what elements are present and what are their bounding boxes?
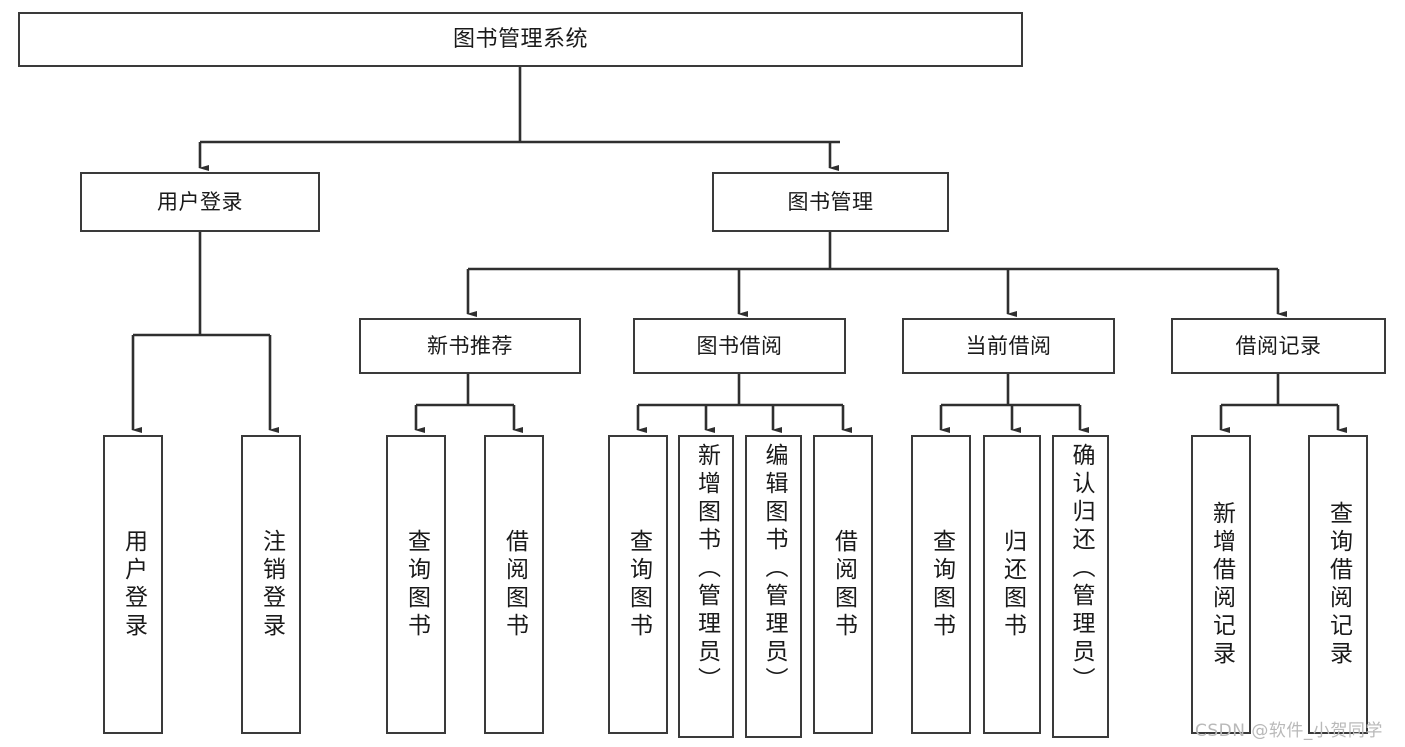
node-label: 新增图书（管理员） — [693, 443, 720, 695]
node-label: 编辑图书（管理员） — [761, 443, 787, 695]
watermark: CSDN @软件_小贺同学 — [1195, 721, 1383, 741]
leaf-query-book-recommend[interactable]: 查询图书 — [386, 435, 446, 734]
node-label: 注销登录 — [258, 528, 285, 641]
node-label: 借阅记录 — [1235, 333, 1322, 358]
node-label: 图书管理 — [787, 189, 874, 214]
node-root-system[interactable]: 图书管理系统 — [18, 12, 1023, 67]
node-label: 用户登录 — [157, 189, 243, 214]
leaf-borrow-book[interactable]: 借阅图书 — [813, 435, 873, 734]
node-label: 借阅图书 — [830, 528, 857, 641]
node-label: 确认归还（管理员） — [1068, 443, 1094, 695]
leaf-add-book-admin[interactable]: 新增图书（管理员） — [678, 435, 734, 738]
leaf-query-book-borrow[interactable]: 查询图书 — [608, 435, 668, 734]
leaf-logout[interactable]: 注销登录 — [241, 435, 301, 734]
node-label: 图书管理系统 — [452, 26, 588, 52]
node-user-login[interactable]: 用户登录 — [80, 172, 320, 232]
node-label: 新书推荐 — [427, 333, 513, 358]
node-new-book-recommend[interactable]: 新书推荐 — [359, 318, 581, 374]
leaf-borrow-book-recommend[interactable]: 借阅图书 — [484, 435, 544, 734]
leaf-edit-book-admin[interactable]: 编辑图书（管理员） — [745, 435, 802, 738]
node-label: 查询图书 — [928, 528, 955, 641]
node-label: 查询图书 — [403, 528, 430, 641]
leaf-query-borrow-record[interactable]: 查询借阅记录 — [1308, 435, 1368, 734]
leaf-confirm-return-admin[interactable]: 确认归还（管理员） — [1052, 435, 1109, 738]
node-label: 借阅图书 — [501, 528, 528, 641]
node-borrow-record[interactable]: 借阅记录 — [1171, 318, 1386, 374]
node-label: 当前借阅 — [965, 333, 1052, 358]
node-label: 查询借阅记录 — [1325, 500, 1352, 669]
leaf-query-book-current[interactable]: 查询图书 — [911, 435, 971, 734]
node-label: 新增借阅记录 — [1208, 500, 1235, 669]
node-book-manage[interactable]: 图书管理 — [712, 172, 949, 232]
leaf-user-login[interactable]: 用户登录 — [103, 435, 163, 734]
leaf-return-book[interactable]: 归还图书 — [983, 435, 1041, 734]
node-label: 查询图书 — [625, 528, 652, 641]
node-label: 图书借阅 — [696, 333, 783, 358]
node-current-borrow[interactable]: 当前借阅 — [902, 318, 1115, 374]
node-book-borrow[interactable]: 图书借阅 — [633, 318, 846, 374]
leaf-add-borrow-record[interactable]: 新增借阅记录 — [1191, 435, 1251, 734]
node-label: 归还图书 — [999, 528, 1026, 641]
node-label: 用户登录 — [120, 528, 147, 641]
